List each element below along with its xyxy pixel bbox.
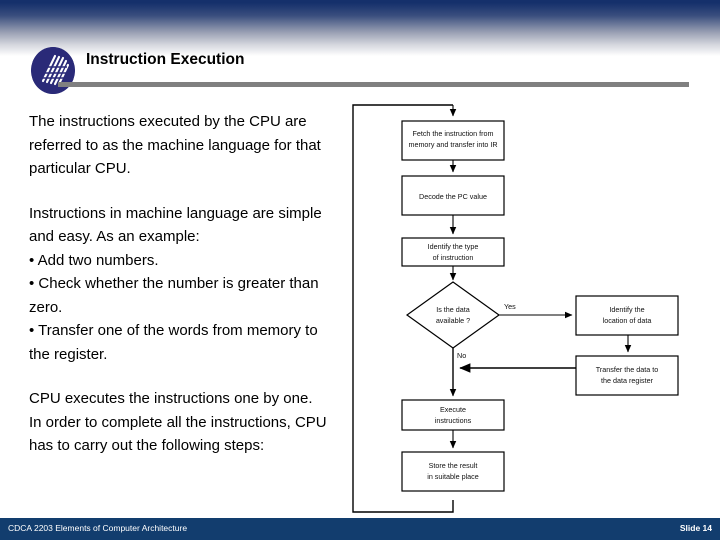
flow-node-transfer-data: Transfer the data to the data register [575, 355, 679, 396]
slide-body-text: The instructions executed by the CPU are… [29, 110, 329, 458]
flow-node-identify-location: Identify the location of data [575, 295, 679, 336]
flow-node-execute-line1: Execute [440, 405, 466, 414]
flow-node-store: Store the result in suitable place [401, 451, 505, 492]
bullet-check-number: • Check whether the number is greater th… [29, 275, 319, 316]
flow-node-identify-location-line2: location of data [603, 316, 652, 325]
footer-slide-number: Slide 14 [679, 523, 712, 533]
flow-node-fetch-line2: memory and transfer into IR [408, 140, 497, 149]
flow-node-decision: Is the data available ? [405, 281, 501, 349]
flow-node-fetch-line1: Fetch the instruction from [412, 129, 493, 138]
flow-edge-label-yes: Yes [504, 302, 516, 311]
footer-band: CDCA 2203 Elements of Computer Architect… [0, 518, 720, 540]
flow-node-identify-type-line2: of instruction [433, 253, 474, 262]
title-row: Instruction Execution [0, 40, 720, 94]
page-title: Instruction Execution [86, 51, 245, 68]
title-underline-rule [58, 82, 689, 87]
bullet-add-numbers: • Add two numbers. [29, 251, 159, 269]
footer-course-text: CDCA 2203 Elements of Computer Architect… [8, 523, 188, 533]
instruction-execution-flowchart: Fetch the instruction from memory and tr… [350, 100, 720, 520]
flow-node-execute-line2: instructions [435, 416, 472, 425]
flow-node-decode-line1: Decode the PC value [419, 192, 487, 201]
striped-ellipse-logo-icon [31, 47, 75, 94]
paragraph-intro: The instructions executed by the CPU are… [29, 113, 321, 177]
flow-node-store-line2: in suitable place [427, 472, 479, 481]
flow-node-execute: Execute instructions [401, 399, 505, 431]
header-gradient-band [0, 0, 720, 56]
example-intro-text: Instructions in machine language are sim… [29, 204, 322, 246]
flow-node-identify-type: Identify the type of instruction [401, 237, 505, 267]
flow-node-transfer-data-line1: Transfer the data to [596, 365, 658, 374]
flow-node-fetch: Fetch the instruction from memory and tr… [401, 120, 505, 161]
flow-node-decision-line1: Is the data [436, 305, 470, 314]
flow-node-identify-location-line1: Identify the [609, 305, 644, 314]
flow-node-store-line1: Store the result [429, 461, 478, 470]
bullet-transfer-word: • Transfer one of the words from memory … [29, 322, 318, 363]
paragraph-example-intro: Instructions in machine language are sim… [29, 202, 329, 367]
flow-node-decision-line2: available ? [436, 316, 470, 325]
flow-node-decode: Decode the PC value [401, 175, 505, 216]
flow-node-transfer-data-line2: the data register [601, 376, 654, 385]
paragraph-closing: CPU executes the instructions one by one… [29, 390, 327, 454]
flow-node-identify-type-line1: Identify the type [428, 242, 479, 251]
flow-edge-label-no: No [457, 351, 466, 360]
